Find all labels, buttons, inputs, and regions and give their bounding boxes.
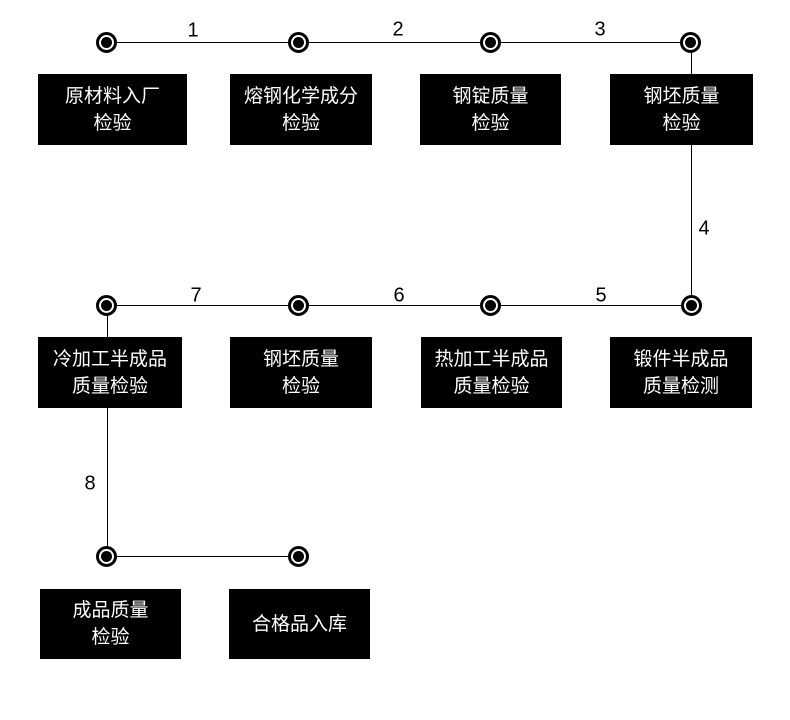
node-dot xyxy=(485,300,496,311)
box-label: 检验 xyxy=(93,112,132,134)
box-label: 质量检验 xyxy=(71,375,148,397)
box-label: 合格品入库 xyxy=(251,613,347,635)
connector-node xyxy=(480,295,501,316)
box-hot-worked-semiproduct-quality-inspection: 热加工半成品 质量检验 xyxy=(421,337,562,408)
edge-label-4: 4 xyxy=(698,217,710,240)
box-label: 原材料入厂 xyxy=(64,85,160,107)
node-dot xyxy=(485,37,496,48)
box-label: 检验 xyxy=(281,375,320,397)
box-label: 钢锭质量 xyxy=(452,85,529,107)
box-steel-ingot-quality-inspection: 钢锭质量 检验 xyxy=(420,74,561,145)
connector-node xyxy=(480,32,501,53)
box-steel-billet-quality-inspection-1: 钢坯质量 检验 xyxy=(610,74,753,145)
box-qualified-product-storage: 合格品入库 xyxy=(229,589,370,659)
edge-label-8: 8 xyxy=(84,472,96,495)
node-dot xyxy=(685,37,696,48)
node-dot xyxy=(101,300,112,311)
box-molten-steel-chemical-composition-inspection: 熔钢化学成分 检验 xyxy=(230,74,372,145)
connector-node xyxy=(96,546,117,567)
node-dot xyxy=(293,300,304,311)
box-label: 冷加工半成品 xyxy=(52,348,167,370)
box-forging-semiproduct-quality-inspection: 锻件半成品 质量检测 xyxy=(610,337,752,408)
connector-node xyxy=(680,32,701,53)
box-label: 热加工半成品 xyxy=(434,348,549,370)
connector-line-step4 xyxy=(691,43,692,306)
box-label: 检验 xyxy=(91,627,130,648)
connector-node xyxy=(288,32,309,53)
edge-label-1: 1 xyxy=(187,19,199,42)
box-cold-worked-semiproduct-quality-inspection: 冷加工半成品 质量检验 xyxy=(38,337,182,408)
box-label: 锻件半成品 xyxy=(633,348,729,370)
connector-node xyxy=(288,546,309,567)
connector-node xyxy=(96,295,117,316)
edge-label-6: 6 xyxy=(393,284,405,307)
box-label: 熔钢化学成分 xyxy=(243,85,358,107)
connector-node xyxy=(288,295,309,316)
box-label: 检验 xyxy=(281,112,320,134)
box-label: 检验 xyxy=(471,112,510,134)
box-label: 成品质量 xyxy=(72,600,149,621)
box-label: 钢坯质量 xyxy=(643,85,720,107)
node-dot xyxy=(293,37,304,48)
box-label: 质量检验 xyxy=(453,375,530,397)
node-dot xyxy=(101,37,112,48)
box-steel-billet-quality-inspection-2: 钢坯质量 检验 xyxy=(230,337,372,408)
connector-node xyxy=(96,32,117,53)
node-dot xyxy=(686,300,697,311)
edge-label-2: 2 xyxy=(392,18,404,41)
connector-node xyxy=(681,295,702,316)
node-dot xyxy=(101,551,112,562)
box-label: 质量检测 xyxy=(642,375,719,397)
connector-line-step8 xyxy=(107,306,108,557)
box-label: 检验 xyxy=(662,112,701,134)
node-dot xyxy=(293,551,304,562)
connector-line-middle-row xyxy=(107,305,692,306)
edge-label-5: 5 xyxy=(595,284,607,307)
box-label: 钢坯质量 xyxy=(262,348,339,370)
edge-label-7: 7 xyxy=(190,284,202,307)
connector-line-bottom-row xyxy=(107,556,299,557)
box-finished-product-quality-inspection: 成品质量 检验 xyxy=(40,589,181,659)
edge-label-3: 3 xyxy=(594,18,606,41)
connector-line-top-row xyxy=(107,42,692,43)
box-raw-material-incoming-inspection: 原材料入厂 检验 xyxy=(38,74,187,145)
